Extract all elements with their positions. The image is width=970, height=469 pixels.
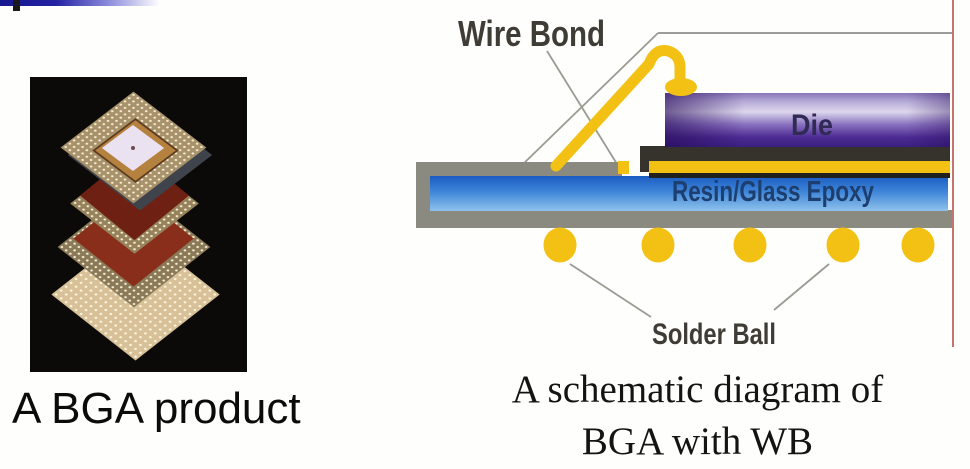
schematic-caption-line2: BGA with WB — [581, 420, 814, 464]
solder-balls — [543, 227, 935, 263]
schematic-caption: A schematic diagram of BGA with WB — [445, 364, 950, 469]
die-attach-layer — [640, 146, 950, 162]
wire-bond-label: Wire Bond — [458, 13, 605, 54]
die-body-shading — [665, 93, 950, 147]
substrate-left-edge — [416, 162, 432, 228]
bga-center-dot — [131, 146, 135, 150]
solder-ball — [641, 227, 675, 263]
substrate-top-pad — [416, 162, 622, 176]
solder-ball — [826, 227, 860, 263]
solder-ball-label: Solder Ball — [652, 318, 776, 351]
solder-ball-leader-left — [569, 263, 652, 318]
solder-ball — [901, 227, 935, 263]
resin-glass-epoxy-label: Resin/Glass Epoxy — [672, 176, 874, 208]
die-label: Die — [791, 109, 833, 142]
wire-bond-wire — [550, 45, 686, 172]
wire-bond-ball — [665, 78, 697, 96]
resin-glass-epoxy-layer — [430, 176, 948, 211]
bga-product-photo — [30, 77, 247, 372]
solder-ball — [733, 227, 767, 263]
header-gradient-bar — [0, 0, 160, 6]
adhesive-layer — [649, 161, 950, 174]
substrate-bottom-bar — [416, 210, 952, 228]
header-tick-mark — [13, 0, 20, 11]
solder-ball — [543, 227, 577, 263]
solder-mask-line — [649, 173, 950, 178]
solder-ball-leader-right — [773, 263, 830, 311]
frame-diagonal-leader-line — [520, 32, 659, 167]
adhesive-tab — [618, 161, 629, 174]
photo-caption: A BGA product — [12, 384, 301, 433]
schematic-caption-line1: A schematic diagram of — [511, 368, 884, 411]
